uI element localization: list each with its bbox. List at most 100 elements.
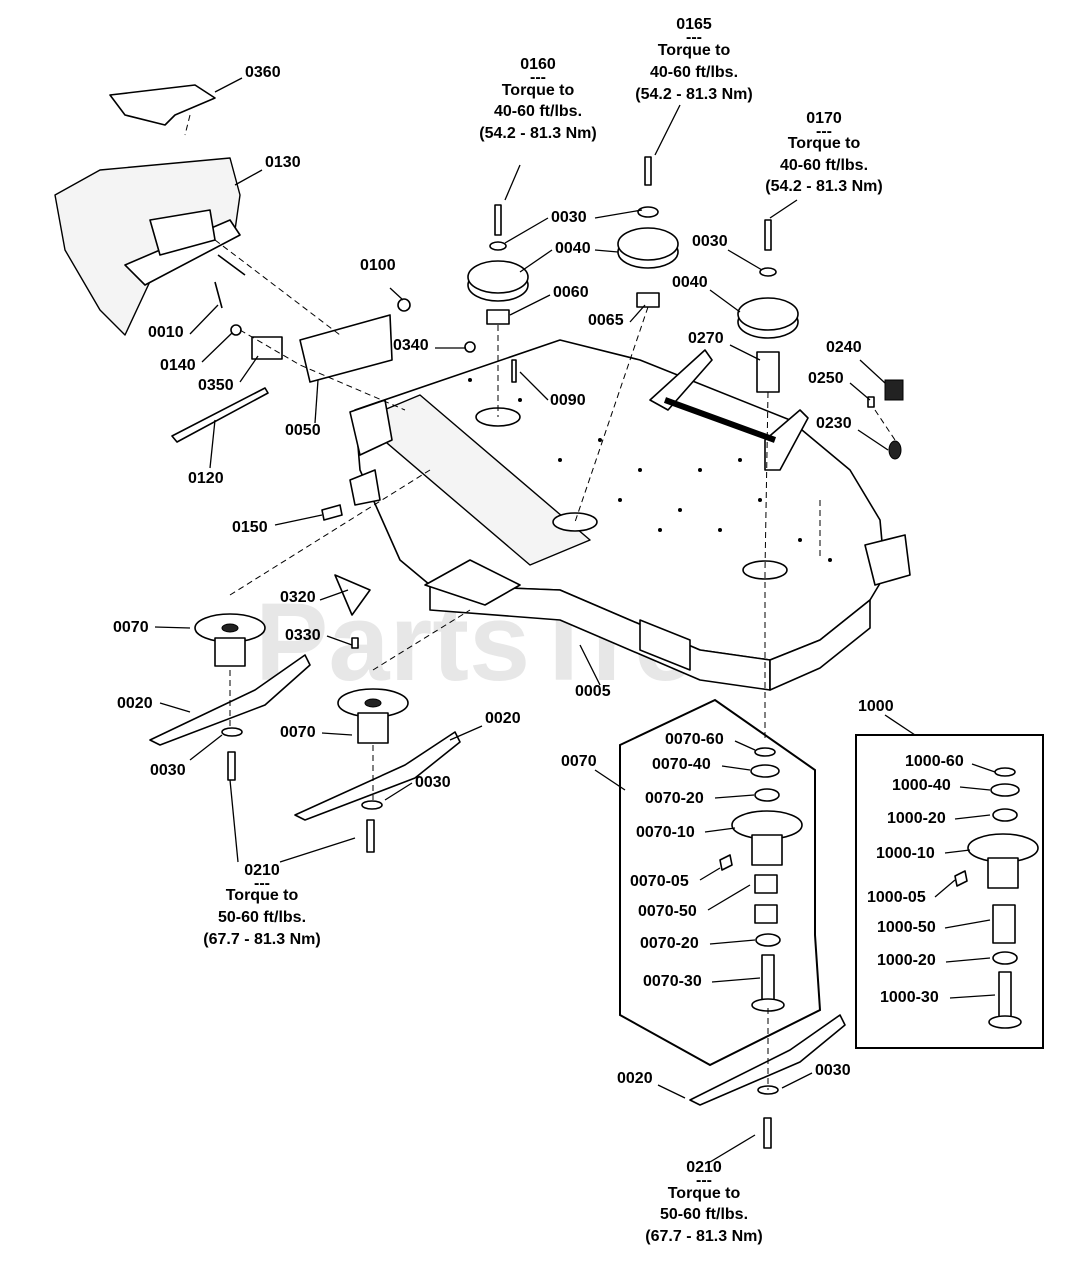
callout-0150: 0150 xyxy=(232,519,268,536)
bolt-right-0210 xyxy=(763,1117,772,1149)
torque-note-0160: 0160---Torque to 40-60 ft/lbs. (54.2 - 81.… xyxy=(479,56,596,142)
callout-0030d: 0030 xyxy=(415,774,451,791)
rod-0120 xyxy=(171,387,269,443)
callout-1000-20a: 1000-20 xyxy=(887,810,946,827)
callout-0100: 0100 xyxy=(360,257,396,274)
torque-note-line: 50-60 ft/lbs. xyxy=(660,1206,748,1223)
torque-note-line: 40-60 ft/lbs. xyxy=(780,157,868,174)
spindle-assembly-0070 xyxy=(719,747,803,1012)
callout-1000-60: 1000-60 xyxy=(905,753,964,770)
callout-0020c: 0020 xyxy=(617,1070,653,1087)
callout-0360: 0360 xyxy=(245,64,281,81)
callout-labels: 0360013001000010014003400350005001200090… xyxy=(113,64,964,1087)
torque-note-line: --- xyxy=(254,875,270,892)
callout-0070-30: 0070-30 xyxy=(643,973,702,990)
discharge-deflector xyxy=(54,157,241,336)
torque-note-line: 40-60 ft/lbs. xyxy=(494,103,582,120)
callout-0070c: 0070 xyxy=(561,753,597,770)
box-1000 xyxy=(855,734,1044,1049)
bracket-0350 xyxy=(251,336,283,360)
torque-note-line: 0165 xyxy=(676,16,712,33)
plate-0050 xyxy=(299,314,393,383)
callout-0050: 0050 xyxy=(285,422,321,439)
torque-note-line: (54.2 - 81.3 Nm) xyxy=(635,86,752,103)
deck-housing xyxy=(349,339,911,691)
bracket-0320 xyxy=(334,574,371,616)
callout-0250: 0250 xyxy=(808,370,844,387)
callout-0030e: 0030 xyxy=(815,1062,851,1079)
blade-right-0020 xyxy=(689,1014,846,1106)
callout-0320: 0320 xyxy=(280,589,316,606)
torque-note-line: --- xyxy=(816,123,832,140)
torque-note-line: 0170 xyxy=(806,110,842,127)
screw-0330 xyxy=(351,637,359,649)
callout-0240: 0240 xyxy=(826,339,862,356)
callout-0140: 0140 xyxy=(160,357,196,374)
torque-note-line: (67.7 - 81.3 Nm) xyxy=(203,931,320,948)
callout-1000-30: 1000-30 xyxy=(880,989,939,1006)
nut-0340 xyxy=(464,341,476,353)
callout-0060: 0060 xyxy=(553,284,589,301)
washer-left-0030 xyxy=(221,727,243,737)
bolts-0090 xyxy=(511,359,517,383)
callout-0040a: 0040 xyxy=(555,240,591,257)
callout-1000-05: 1000-05 xyxy=(867,889,926,906)
nut-0100 xyxy=(397,298,411,312)
callout-0120: 0120 xyxy=(188,470,224,487)
callout-0090: 0090 xyxy=(550,392,586,409)
torque-note-line: (67.7 - 81.3 Nm) xyxy=(645,1228,762,1245)
box-0070 xyxy=(619,698,822,1067)
torque-note-line: Torque to xyxy=(658,42,731,59)
torque-note-line: --- xyxy=(696,1172,712,1189)
blade-center-0020 xyxy=(294,731,461,821)
callout-0070-40: 0070-40 xyxy=(652,756,711,773)
washer-center-0030 xyxy=(361,800,383,810)
bolt-center-0210 xyxy=(366,819,375,853)
torque-note-line: Torque to xyxy=(668,1185,741,1202)
callout-0030a: 0030 xyxy=(551,209,587,226)
callout-0130: 0130 xyxy=(265,154,301,171)
torque-note-line: 0210 xyxy=(686,1159,722,1176)
spring-0010 xyxy=(214,254,246,309)
callout-0070-05: 0070-05 xyxy=(630,873,689,890)
spindle-center-0070 xyxy=(337,688,409,744)
callout-0270: 0270 xyxy=(688,330,724,347)
pulley-right-0040 xyxy=(737,219,799,393)
callout-0020b: 0020 xyxy=(485,710,521,727)
pulley-center-0040 xyxy=(617,156,679,308)
torque-note-line: Torque to xyxy=(226,887,299,904)
callout-0070-50: 0070-50 xyxy=(638,903,697,920)
nut-0140 xyxy=(230,324,242,336)
torque-note-0170: 0170---Torque to 40-60 ft/lbs. (54.2 - 81.… xyxy=(765,110,882,195)
torque-note-line: --- xyxy=(530,69,546,86)
callout-0230: 0230 xyxy=(816,415,852,432)
torque-note-0210b: 0210---Torque to 50-60 ft/lbs. (67.7 - 81.… xyxy=(645,1159,762,1245)
callout-0030b: 0030 xyxy=(692,233,728,250)
callout-1000-10: 1000-10 xyxy=(876,845,935,862)
blade-left-0020 xyxy=(149,654,311,746)
torque-note-line: Torque to xyxy=(502,82,575,99)
callout-0070a: 0070 xyxy=(113,619,149,636)
callout-0350: 0350 xyxy=(198,377,234,394)
callout-0070-20b: 0070-20 xyxy=(640,935,699,952)
spindle-assembly-1000 xyxy=(954,767,1039,1029)
torque-note-line: 0160 xyxy=(520,56,556,73)
callout-0070-10: 0070-10 xyxy=(636,824,695,841)
bolt-0150 xyxy=(321,504,343,521)
torque-note-line: Torque to xyxy=(788,135,861,152)
torque-note-line: 0210 xyxy=(244,862,280,879)
torque-note-line: (54.2 - 81.3 Nm) xyxy=(479,125,596,142)
callout-0040b: 0040 xyxy=(672,274,708,291)
callout-1000-50: 1000-50 xyxy=(877,919,936,936)
alignment-lines xyxy=(184,114,896,1090)
callout-0070-60: 0070-60 xyxy=(665,731,724,748)
callout-1000-40: 1000-40 xyxy=(892,777,951,794)
callout-1000-20b: 1000-20 xyxy=(877,952,936,969)
deflector-bracket-0360 xyxy=(109,84,216,126)
callout-0070-20a: 0070-20 xyxy=(645,790,704,807)
callout-0020a: 0020 xyxy=(117,695,153,712)
torque-note-line: (54.2 - 81.3 Nm) xyxy=(765,178,882,195)
grease-fitting-0240 xyxy=(867,379,904,460)
